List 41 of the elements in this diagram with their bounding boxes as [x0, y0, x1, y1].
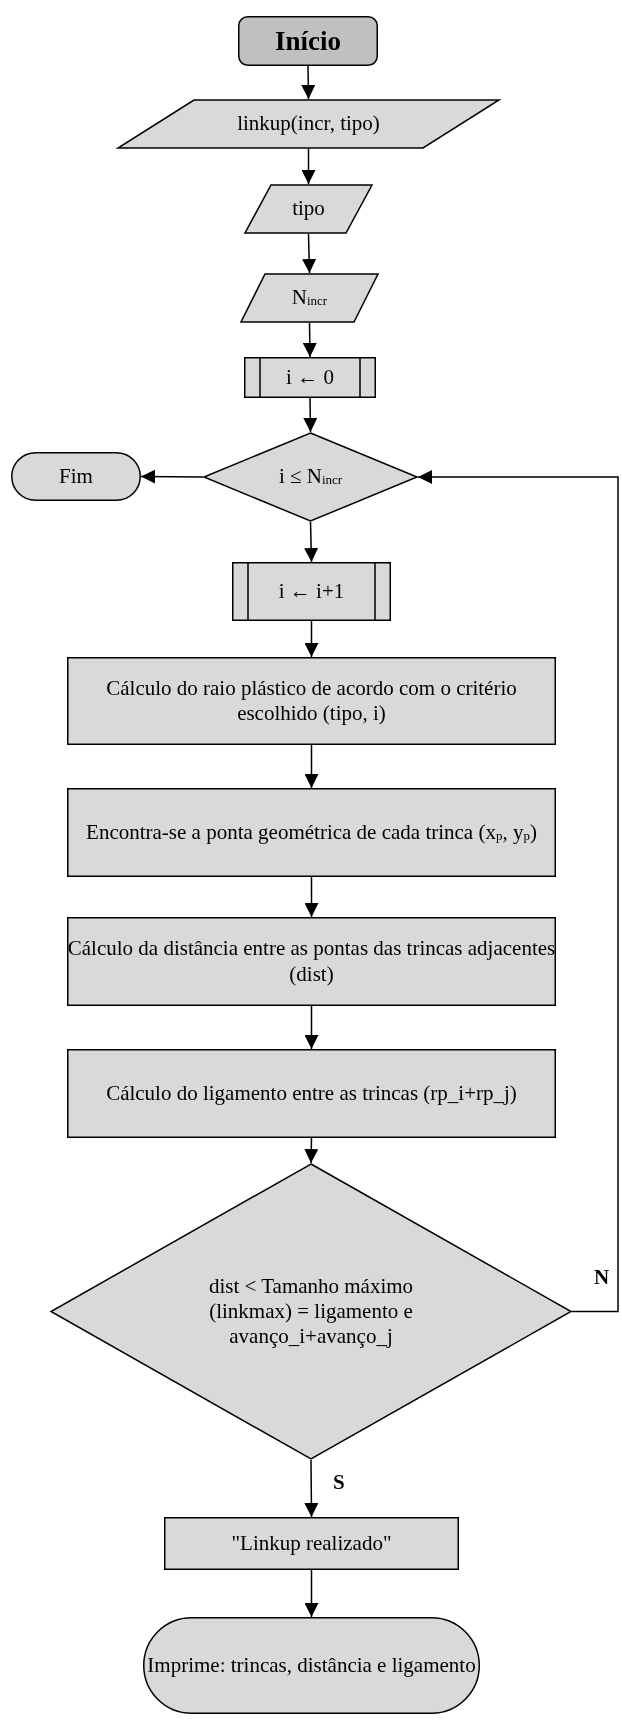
input-parallelogram — [117, 99, 500, 149]
step-text: Início — [275, 24, 341, 58]
step-text: Imprime: trincas, distância e ligamento — [147, 1652, 476, 1679]
decision-diamond — [203, 432, 418, 522]
arrow — [417, 470, 619, 1313]
arrow — [304, 1569, 319, 1618]
arrow — [302, 233, 317, 274]
arrow — [304, 620, 319, 658]
process-box — [67, 657, 556, 745]
step-text: tipo — [292, 196, 325, 222]
step-text: linkup(incr, tipo) — [237, 111, 380, 137]
arrow — [303, 397, 318, 433]
predefined-process-box — [244, 357, 376, 398]
step-text: Fim — [59, 463, 93, 490]
arrow — [304, 1459, 319, 1518]
arrow — [140, 469, 204, 484]
step-text: Cálculo da distância entre as pontas das trincas adjacentes (dist) — [67, 936, 556, 987]
arrow — [304, 744, 319, 789]
condition-text: dist < Tamanho máximo (linkmax) = ligamento e avanço_i+avanço_j — [207, 1273, 415, 1350]
process-box — [67, 788, 556, 877]
input-parallelogram — [244, 184, 373, 234]
start-terminal — [238, 16, 378, 66]
process-box — [67, 1049, 556, 1138]
step-text: i ← 0 — [286, 364, 334, 391]
arrow — [301, 65, 316, 100]
arrow — [304, 876, 319, 918]
arrow — [304, 1137, 319, 1164]
predefined-process-box — [232, 562, 391, 621]
decision-diamond — [50, 1163, 572, 1460]
step-text: Cálculo do raio plástico de acordo com o critério escolhido (tipo, i) — [105, 675, 518, 727]
process-box — [67, 917, 556, 1006]
step-text: "Linkup realizado" — [231, 1530, 392, 1557]
step-text: Cálculo do ligamento entre as trincas (rp_i+rp_j) — [106, 1080, 517, 1107]
arrow — [304, 1005, 319, 1050]
arrow — [301, 148, 316, 185]
arrow — [304, 521, 319, 563]
input-parallelogram — [240, 273, 379, 323]
terminal-shape — [11, 452, 141, 501]
step-text: i ← i+1 — [278, 578, 345, 605]
arrow — [302, 322, 317, 358]
process-box — [164, 1517, 459, 1570]
